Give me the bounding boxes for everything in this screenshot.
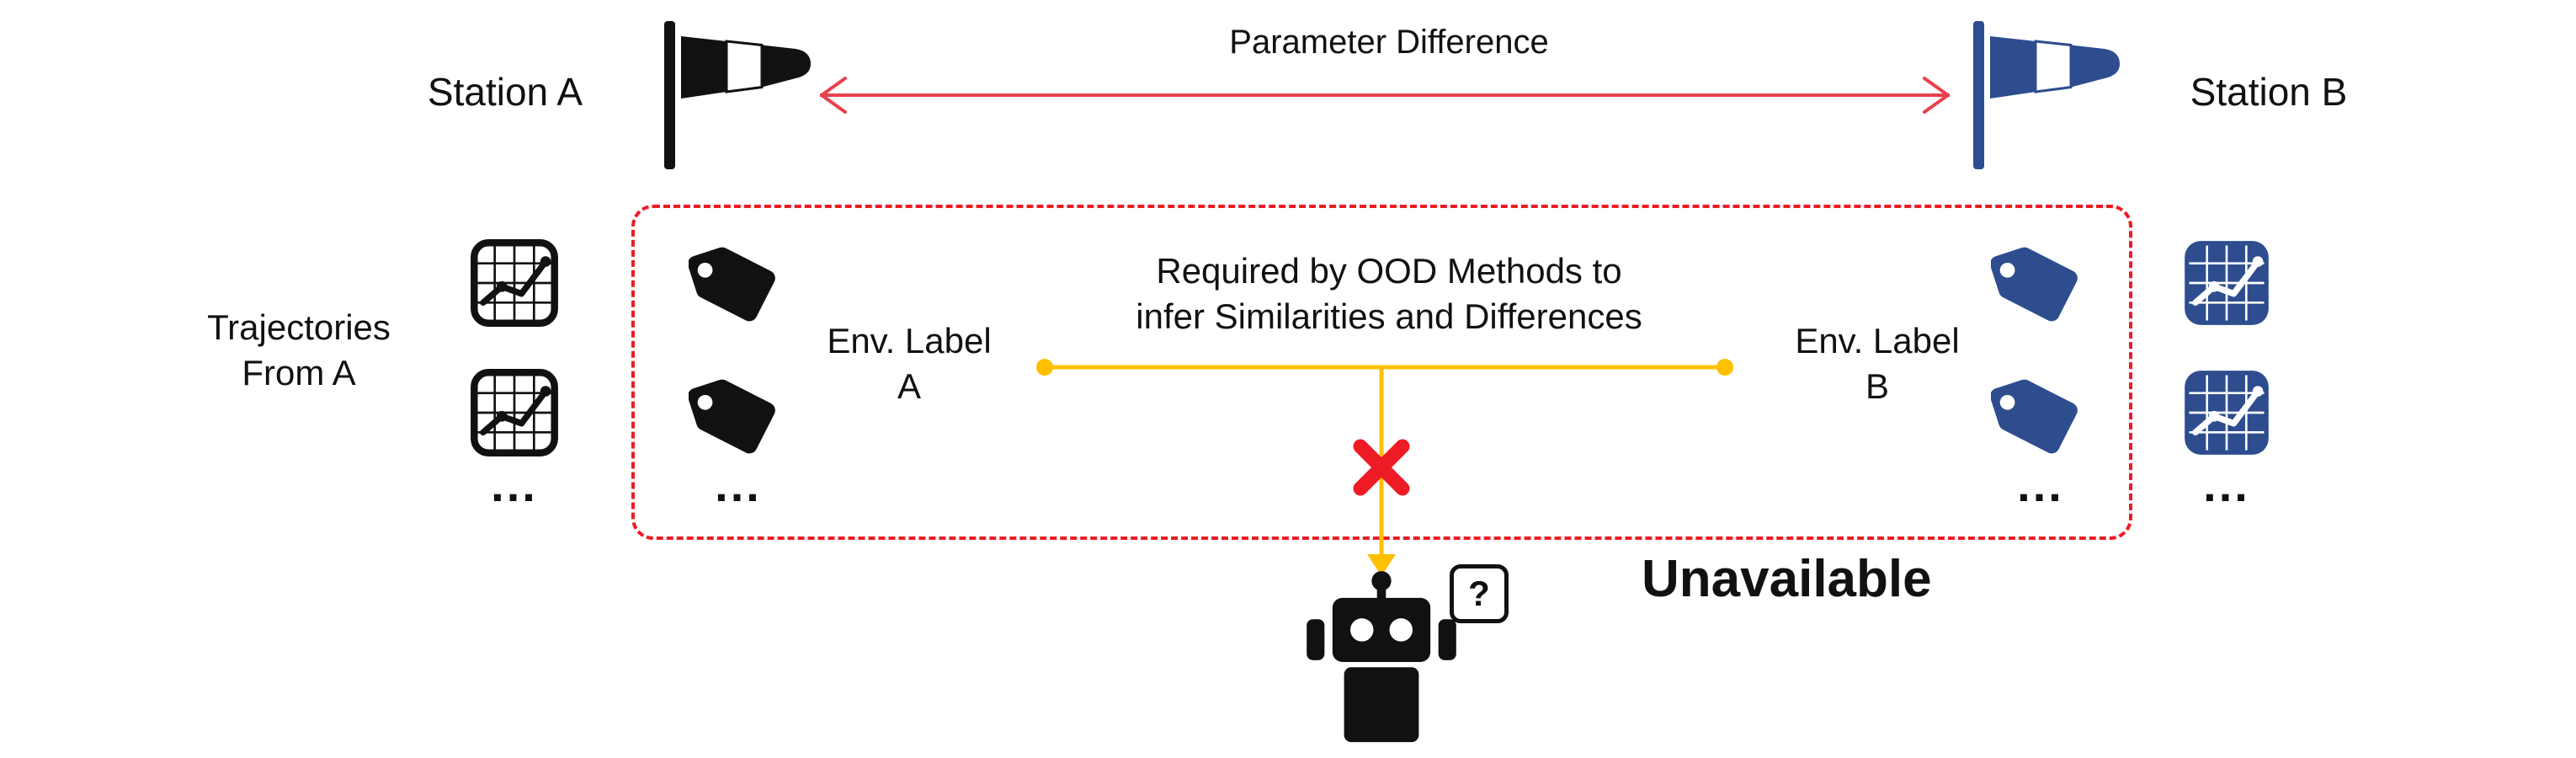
question-mark: ? [1468, 574, 1490, 613]
robot-icon [1292, 569, 1471, 756]
label-connector [1036, 359, 1733, 576]
trajectories-from-a-label: Trajectories From A [160, 305, 438, 396]
env-label-b-line2: B [1865, 366, 1889, 406]
windsock-icon-a [652, 21, 821, 173]
station-b-label: Station B [2190, 70, 2348, 114]
ood-requirement-line2: infer Similarities and Differences [1136, 296, 1642, 336]
windsock-icon-b [1961, 21, 2130, 173]
ellipsis-tags-b: ... [2017, 458, 2064, 511]
ellipsis-trajectories-b: ... [2203, 458, 2250, 511]
tag-icon-a-2 [689, 368, 788, 467]
trajectories-line1: Trajectories [207, 307, 391, 347]
trajectories-line2: From A [242, 352, 356, 392]
env-label-b-line1: Env. Label [1795, 321, 1960, 360]
line-chart-icon-a-1 [470, 238, 559, 328]
question-bubble-icon: ? [1450, 564, 1509, 623]
unavailable-label: Unavailable [1642, 550, 1932, 608]
tag-icon-a-1 [689, 236, 788, 335]
env-label-a: Env. Label A [783, 318, 1035, 409]
tag-icon-b-2 [1991, 368, 2090, 467]
env-label-b: Env. Label B [1751, 318, 2004, 409]
line-chart-icon-b-1 [2182, 238, 2271, 328]
cross-icon [1353, 439, 1410, 496]
parameter-difference-label: Parameter Difference [1229, 24, 1549, 61]
ellipsis-tags-a: ... [715, 458, 762, 511]
ellipsis-trajectories-a: ... [491, 458, 538, 511]
tag-icon-b-1 [1991, 236, 2090, 335]
ood-requirement-label: Required by OOD Methods to infer Similar… [1094, 248, 1684, 339]
env-label-a-line2: A [897, 366, 921, 406]
line-chart-icon-b-2 [2182, 368, 2271, 457]
line-chart-icon-a-2 [470, 368, 559, 457]
station-a-label: Station A [427, 70, 583, 114]
parameter-difference-arrow [820, 77, 1950, 114]
env-label-a-line1: Env. Label [827, 321, 992, 360]
ood-requirement-line1: Required by OOD Methods to [1156, 251, 1622, 291]
